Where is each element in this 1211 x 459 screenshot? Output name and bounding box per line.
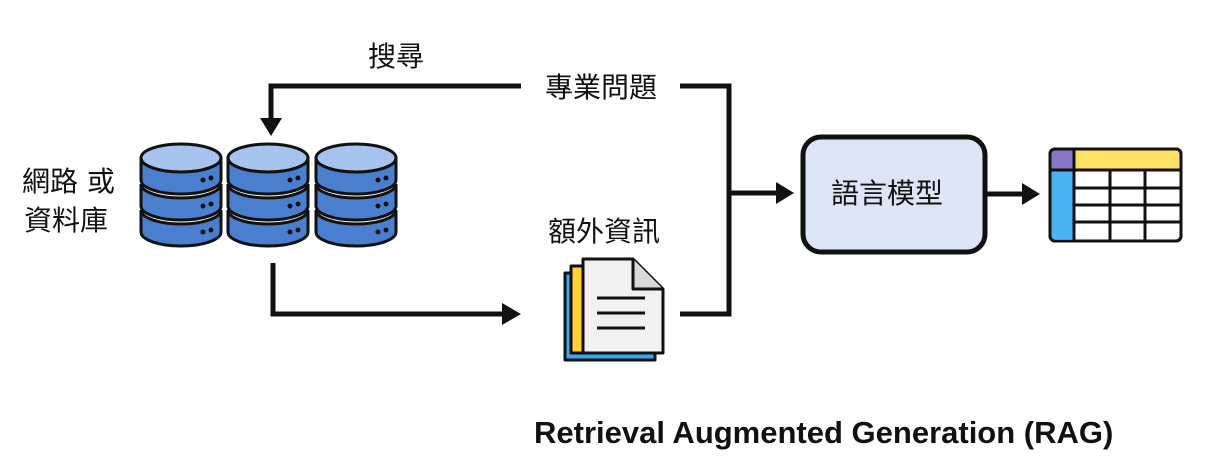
language-model-box <box>800 134 988 255</box>
search-label: 搜尋 <box>368 40 425 73</box>
language-model-label: 語言模型 <box>831 177 944 210</box>
model-input-arrowhead <box>776 182 794 204</box>
document-stack-icon <box>563 257 665 362</box>
diagram-caption: Retrieval Augmented Generation (RAG) <box>534 415 1114 450</box>
search-arrow <box>268 83 521 122</box>
retrieve-arrowhead <box>502 303 521 325</box>
question-label: 專業問題 <box>545 71 658 104</box>
search-arrowhead <box>260 118 282 136</box>
merge-lines <box>680 83 778 317</box>
retrieve-arrow <box>270 263 505 317</box>
output-arrowhead <box>1022 183 1040 205</box>
table-output-icon <box>1048 147 1183 243</box>
source-label-line2: 資料庫 <box>24 204 109 237</box>
database-icon <box>139 142 398 248</box>
extra-info-label: 額外資訊 <box>548 215 661 248</box>
source-label-line1: 網路 或 <box>22 165 115 198</box>
